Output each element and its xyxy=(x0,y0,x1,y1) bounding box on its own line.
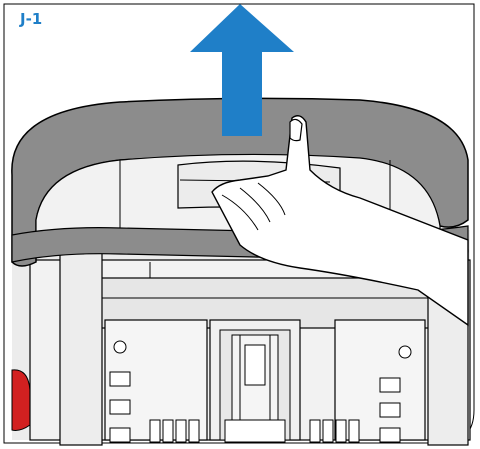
left-post xyxy=(60,250,102,445)
right-screw xyxy=(399,346,411,358)
step-label: J-1 xyxy=(20,10,42,28)
thumb-nail xyxy=(290,119,302,140)
left-screw xyxy=(114,341,126,353)
red-side-tab xyxy=(12,370,30,431)
